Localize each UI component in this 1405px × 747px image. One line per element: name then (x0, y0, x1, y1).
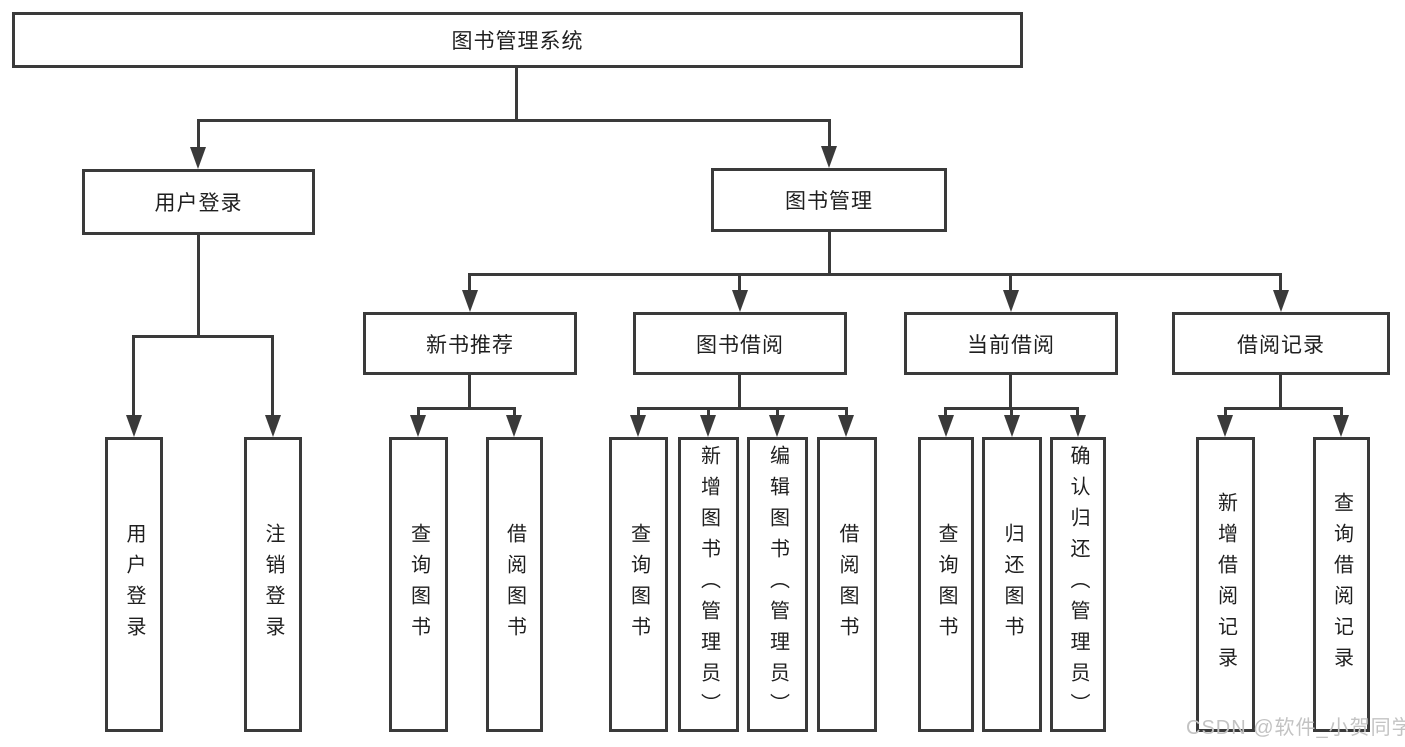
node-label: 归还图书 (1001, 522, 1023, 647)
connector-line (470, 273, 1281, 276)
connector-line (198, 119, 831, 122)
leaf-query-borrow-record: 查询借阅记录 (1313, 437, 1370, 732)
arrow-down-icon (1273, 290, 1289, 312)
arrow-down-icon (732, 290, 748, 312)
connector-line (1009, 375, 1012, 407)
node-label: 新增借阅记录 (1214, 491, 1237, 678)
node-label: 用户登录 (123, 522, 145, 647)
leaf-return-books: 归还图书 (982, 437, 1042, 732)
connector-line (776, 407, 779, 416)
arrow-down-icon (1003, 290, 1019, 312)
connector-line (417, 407, 515, 410)
arrow-down-icon (821, 146, 837, 168)
node-user-login: 用户登录 (82, 169, 315, 235)
arrow-down-icon (938, 415, 954, 437)
leaf-edit-books-admin: 编辑图书（管理员） (747, 437, 808, 732)
connector-line (197, 119, 200, 147)
node-label: 当前借阅 (967, 333, 1055, 357)
arrow-down-icon (506, 415, 522, 437)
node-label: 查询借阅记录 (1330, 491, 1353, 678)
connector-line (845, 407, 848, 416)
connector-line (417, 407, 420, 416)
arrow-down-icon (838, 415, 854, 437)
leaf-borrow-books-recommend: 借阅图书 (486, 437, 543, 732)
connector-line (132, 335, 274, 338)
connector-line (637, 407, 847, 410)
connector-line (1076, 407, 1079, 416)
node-label: 图书管理 (785, 190, 873, 213)
node-label: 查询图书 (407, 522, 430, 647)
connector-line (271, 335, 274, 415)
leaf-query-books-current: 查询图书 (918, 437, 974, 732)
node-library-system: 图书管理系统 (12, 12, 1023, 68)
connector-line (944, 407, 947, 416)
watermark: CSDN @软件_小贺同学 (1186, 717, 1405, 739)
arrow-down-icon (769, 415, 785, 437)
connector-line (1224, 407, 1227, 416)
leaf-query-books-borrowing: 查询图书 (609, 437, 668, 732)
node-label: 确认归还（管理员） (1067, 445, 1089, 724)
node-book-borrowing: 图书借阅 (633, 312, 847, 375)
connector-line (828, 232, 831, 273)
leaf-confirm-return-admin: 确认归还（管理员） (1050, 437, 1106, 732)
arrow-down-icon (630, 415, 646, 437)
connector-line (1010, 407, 1013, 416)
node-current-borrowing: 当前借阅 (904, 312, 1118, 375)
arrow-down-icon (462, 290, 478, 312)
connector-line (637, 407, 640, 416)
leaf-logout: 注销登录 (244, 437, 302, 732)
connector-line (1009, 273, 1012, 290)
arrow-down-icon (190, 147, 206, 169)
node-label: 借阅图书 (836, 522, 858, 647)
connector-line (468, 273, 471, 290)
node-label: 借阅记录 (1237, 333, 1325, 357)
arrow-down-icon (1004, 415, 1020, 437)
arrow-down-icon (1217, 415, 1233, 437)
node-borrowing-records: 借阅记录 (1172, 312, 1390, 375)
node-label: 编辑图书（管理员） (766, 445, 789, 724)
leaf-add-borrow-record: 新增借阅记录 (1196, 437, 1255, 732)
node-book-management: 图书管理 (711, 168, 947, 232)
connector-line (1279, 375, 1282, 407)
node-label: 新书推荐 (426, 333, 514, 357)
leaf-user-login: 用户登录 (105, 437, 163, 732)
node-label: 新增图书（管理员） (697, 445, 720, 724)
node-label: 用户登录 (154, 192, 243, 215)
node-label: 注销登录 (262, 522, 284, 647)
leaf-add-books-admin: 新增图书（管理员） (678, 437, 739, 732)
connector-line (515, 68, 518, 119)
connector-line (1224, 407, 1342, 410)
connector-line (132, 335, 135, 415)
connector-line (828, 119, 831, 146)
leaf-query-books-recommend: 查询图书 (389, 437, 448, 732)
node-label: 查询图书 (935, 522, 957, 647)
connector-line (707, 407, 710, 416)
arrow-down-icon (700, 415, 716, 437)
connector-line (468, 375, 471, 407)
connector-line (197, 235, 200, 335)
arrow-down-icon (410, 415, 426, 437)
node-new-book-recommend: 新书推荐 (363, 312, 577, 375)
node-label: 图书管理系统 (451, 30, 584, 53)
connector-line (1340, 407, 1343, 416)
arrow-down-icon (126, 415, 142, 437)
arrow-down-icon (1333, 415, 1349, 437)
connector-line (513, 407, 516, 416)
node-label: 借阅图书 (503, 522, 526, 647)
leaf-borrow-books: 借阅图书 (817, 437, 877, 732)
node-label: 图书借阅 (696, 333, 784, 357)
connector-line (738, 273, 741, 290)
node-label: 查询图书 (627, 522, 650, 647)
connector-line (738, 375, 741, 407)
arrow-down-icon (265, 415, 281, 437)
connector-line (1279, 273, 1282, 290)
arrow-down-icon (1070, 415, 1086, 437)
